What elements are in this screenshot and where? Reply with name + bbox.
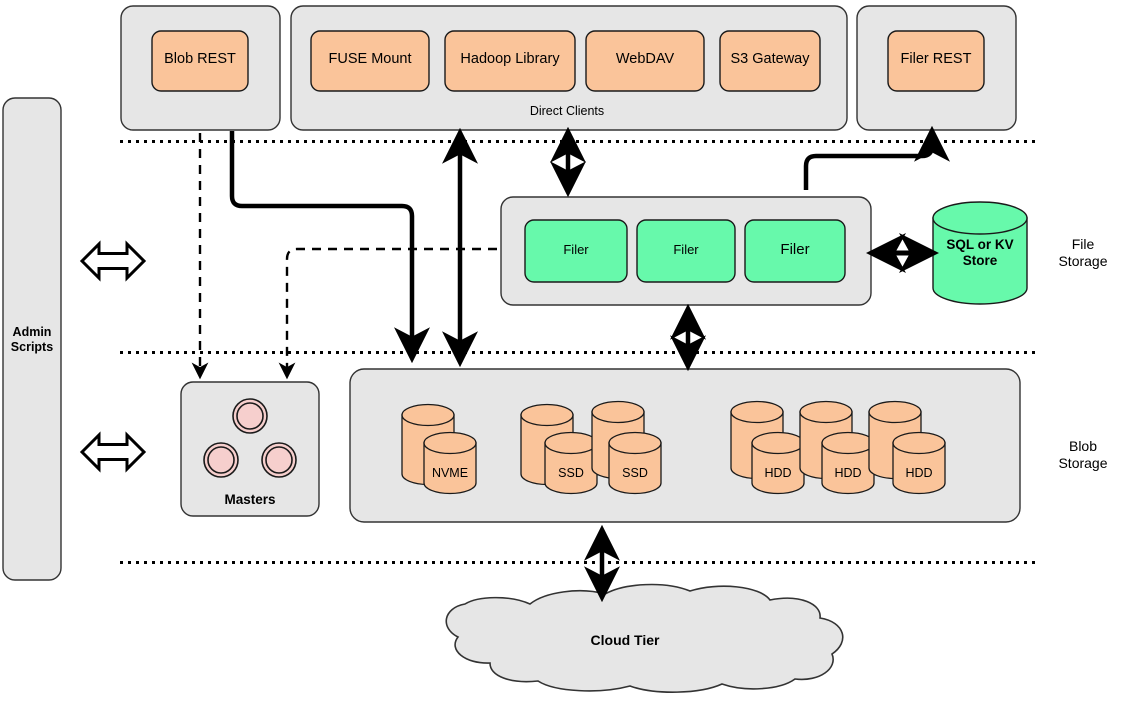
storage-stack-nvme[interactable]: [401, 403, 477, 495]
blob-rest-to-volume-servers-arrow: [229, 131, 430, 364]
sql-kv-store-cylinder[interactable]: [932, 201, 1028, 305]
admin-to-masters-arrow: [79, 431, 147, 473]
storage-stack-ssd-2[interactable]: [591, 400, 662, 495]
filer-box-2[interactable]: [636, 219, 736, 283]
client-box-hadoop-library[interactable]: [444, 30, 576, 92]
client-box-filer-rest[interactable]: [887, 30, 985, 92]
storage-stack-hdd-3[interactable]: [868, 400, 946, 495]
storage-stack-ssd-1[interactable]: [520, 403, 598, 495]
storage-stack-hdd-1[interactable]: [730, 400, 805, 495]
filer-group-to-filer-rest-arrow: [803, 125, 950, 190]
master-node-3: [261, 442, 297, 478]
filer-to-masters-dashed: [278, 247, 497, 380]
cloud-tier-shape[interactable]: [445, 583, 844, 693]
master-node-1: [232, 398, 268, 434]
client-box-webdav[interactable]: [585, 30, 705, 92]
filer-box-1[interactable]: [524, 219, 628, 283]
masters-box[interactable]: [180, 381, 320, 517]
client-box-s3-gateway[interactable]: [719, 30, 821, 92]
client-box-fuse-mount[interactable]: [310, 30, 430, 92]
master-node-2: [203, 442, 239, 478]
admin-to-filer-arrow: [79, 240, 147, 282]
storage-stack-hdd-2[interactable]: [799, 400, 875, 495]
client-box-blob-rest[interactable]: [151, 30, 249, 92]
admin-scripts-box[interactable]: [2, 97, 62, 581]
filer-box-3[interactable]: [744, 219, 846, 283]
